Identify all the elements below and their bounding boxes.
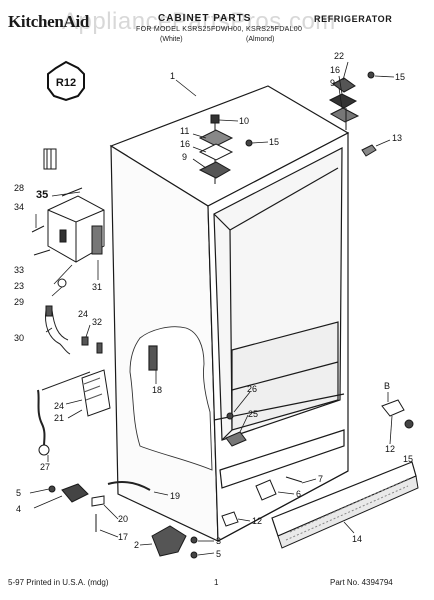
color-white: (White): [160, 36, 183, 43]
callout-16: 16: [330, 65, 340, 75]
callout-9: 9: [330, 78, 335, 88]
callout-1: 1: [170, 71, 175, 81]
callout-15: 15: [395, 72, 405, 82]
callout-5: 5: [216, 549, 221, 559]
callout-16: 16: [180, 139, 190, 149]
bottom-bracket-parts: [151, 476, 303, 559]
callout-4: 4: [16, 504, 21, 514]
electrical-box: [31, 148, 105, 288]
callout-7: 7: [318, 474, 323, 484]
callout-24: 24: [54, 401, 64, 411]
callout-33: 33: [14, 265, 24, 275]
spring-part: [148, 345, 158, 371]
callout-20: 20: [118, 514, 128, 524]
callout-30: 30: [14, 333, 24, 343]
callout-29: 29: [14, 297, 24, 307]
callout-labels: 1 22 16 9 15 10 11 16 9 15 13 28 35 34 3…: [14, 51, 413, 559]
r12-badge-text: R12: [56, 77, 76, 89]
callout-23: 23: [14, 281, 24, 291]
callout-12: 12: [385, 444, 395, 454]
callout-9: 9: [182, 152, 187, 162]
callout-6: 6: [296, 489, 301, 499]
callout-3: 3: [216, 536, 221, 546]
callout-27: 27: [40, 462, 50, 472]
callout-14: 14: [352, 534, 362, 544]
brand-logo: KitchenAid: [8, 12, 90, 31]
callout-18: 18: [152, 385, 162, 395]
callout-31: 31: [92, 282, 102, 292]
callout-11: 11: [180, 126, 189, 136]
leveler-parts: [381, 399, 414, 429]
callout-5: 5: [16, 488, 21, 498]
page-number: 1: [214, 578, 219, 587]
callout-21: 21: [54, 413, 64, 423]
callout-15: 15: [269, 137, 279, 147]
callout-24: 24: [78, 309, 88, 319]
callout-10: 10: [239, 116, 249, 126]
callout-2: 2: [134, 540, 139, 550]
callout-12: 12: [252, 516, 262, 526]
model-numbers: FOR MODEL KSRS25FDWH00, KSRS25FDAL00: [136, 26, 303, 33]
callout-13: 13: [392, 133, 402, 143]
color-almond: (Almond): [246, 36, 275, 43]
callout-19: 19: [170, 491, 180, 501]
r12-badge: R12: [47, 60, 85, 102]
callout-28: 28: [14, 183, 24, 193]
callout-22: 22: [334, 51, 344, 61]
leader-lines: [29, 61, 395, 556]
appliance-type: REFRIGERATOR: [314, 14, 393, 24]
document-title: CABINET PARTS: [158, 13, 252, 24]
part-13: [361, 144, 377, 157]
callout-35: 35: [36, 189, 48, 201]
callout-17: 17: [118, 532, 128, 542]
print-info: 5-97 Printed in U.S.A. (mdg): [8, 578, 109, 587]
callout-B: B: [384, 381, 390, 391]
watermark: AppliancePartsPros.com: [62, 8, 336, 35]
callout-32: 32: [92, 317, 102, 327]
base-grille: [271, 461, 419, 549]
callout-34: 34: [14, 202, 24, 212]
callout-25: 25: [248, 409, 258, 419]
wire-harness: [45, 305, 103, 355]
cabinet-shell: [109, 85, 350, 542]
power-cord: [37, 369, 111, 456]
bracket-parts: [225, 412, 247, 447]
callout-26: 26: [247, 384, 257, 394]
top-hinge-assembly: [328, 71, 375, 130]
part-number: Part No. 4394794: [330, 578, 393, 587]
page-header: AppliancePartsPros.com KitchenAid CABINE…: [0, 0, 434, 60]
compressor-mount-parts: [48, 481, 151, 532]
callout-15: 15: [403, 454, 413, 464]
